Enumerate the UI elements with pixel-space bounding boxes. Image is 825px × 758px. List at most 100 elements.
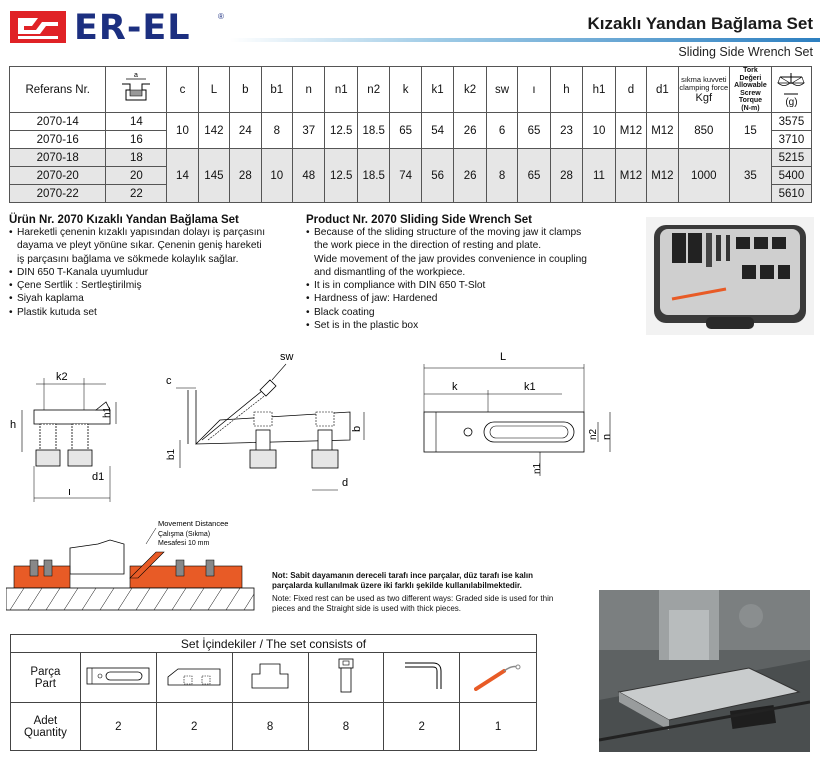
col-k2: k2	[453, 66, 487, 113]
dim-c: c	[166, 375, 172, 387]
quantity-cell: 2	[79, 702, 157, 751]
drawing-top-view: L k k1 n2 n n1	[412, 350, 622, 480]
dim-b1: b1	[166, 448, 177, 460]
notes: Not: Sabit dayamanın dereceli tarafı inc…	[272, 571, 582, 614]
note-en-1: Note: Fixed rest can be used as two diff…	[272, 594, 554, 603]
jaw-icon	[167, 668, 221, 686]
erel-logo-icon	[10, 11, 66, 43]
quantity-cell: 2	[155, 702, 233, 751]
part-slide-bar	[79, 652, 157, 703]
title-divider	[230, 38, 820, 42]
spec-row: 2070-18 18 14 145 28 10 48 12.5 18.5 74 …	[8, 148, 813, 203]
part-screw	[307, 652, 385, 703]
col-ref: Referans Nr.	[8, 66, 107, 113]
slide-bar-icon	[86, 667, 150, 685]
movement-en-label: Movement Distancee	[158, 519, 228, 528]
movement-tr-label-2: Mesafesi 10 mm	[158, 540, 210, 547]
col-n2: n2	[356, 66, 391, 113]
col-d1: d1	[646, 66, 679, 113]
screw-icon	[338, 658, 354, 693]
quantity-cell: 2	[383, 702, 461, 751]
spec-header-row: Referans Nr. a c L b b1 n n1 n2 k k1 k2 …	[8, 66, 813, 113]
drawing-front-view: k2 h h1 d1 ı	[6, 362, 126, 502]
col-a: a	[105, 66, 168, 113]
t-nut-icon	[251, 663, 289, 689]
col-d: d	[614, 66, 648, 113]
scale-weight-icon	[777, 72, 806, 94]
part-jaw	[155, 652, 233, 703]
features-en-list: Because of the sliding structure of the …	[306, 226, 626, 333]
dim-d1: d1	[92, 471, 104, 483]
col-b1: b1	[260, 66, 293, 113]
dim-h: h	[10, 419, 16, 431]
product-case-image	[646, 217, 814, 335]
dim-l: ı	[68, 486, 71, 498]
a-cell: 14	[105, 112, 168, 131]
dim-n1: n1	[532, 462, 543, 474]
t-slot-a-icon: a	[122, 72, 151, 101]
note-tr-1: Not: Sabit dayamanın dereceli tarafı inc…	[272, 571, 533, 580]
drawing-movement: Movement Distancee Çalışma (Sıkma) Mesaf…	[5, 518, 268, 616]
ref-cell: 2070-14	[8, 112, 107, 131]
page-title-en: Sliding Side Wrench Set	[678, 45, 813, 59]
note-tr-2: parçalarda kullanılmak üzere iki farklı …	[272, 581, 522, 590]
quantity-cell: 8	[231, 702, 309, 751]
col-n: n	[291, 66, 326, 113]
features-tr: Ürün Nr. 2070 Kızaklı Yandan Bağlama Set…	[9, 214, 299, 319]
part-hex-key	[383, 652, 461, 703]
registered-mark: ®	[218, 12, 224, 21]
col-sw: sw	[485, 66, 519, 113]
dim-b: b	[351, 426, 363, 432]
dim-k2: k2	[56, 371, 68, 383]
col-clamping-force: sıkma kuvveti clamping force Kgf	[677, 66, 730, 113]
features-en-title: Product Nr. 2070 Sliding Side Wrench Set	[306, 214, 533, 226]
features-tr-title: Ürün Nr. 2070 Kızaklı Yandan Bağlama Set	[9, 214, 239, 226]
set-header-row: Set İçindekiler / The set consists of	[10, 634, 537, 653]
set-header: Set İçindekiler / The set consists of	[10, 634, 537, 653]
col-c: c	[166, 66, 199, 113]
note-en-2: pieces and the Straight side is used wit…	[272, 604, 461, 613]
col-h1: h1	[582, 66, 616, 113]
quantity-cell: 1	[459, 702, 537, 751]
col-k1: k1	[420, 66, 455, 113]
spec-row: 2070-20 20 5400	[8, 166, 813, 185]
orange-tool-icon	[474, 664, 521, 691]
col-L: L	[197, 66, 231, 113]
col-k: k	[389, 66, 422, 113]
page-title-tr: Kızaklı Yandan Bağlama Set	[587, 14, 814, 33]
spec-row: 2070-22 22 5610	[8, 184, 813, 203]
dim-n2: n2	[588, 428, 599, 440]
movement-tr-label-1: Çalışma (Sıkma)	[158, 531, 210, 538]
spec-row: 2070-14 14 10 142 24 8 37 12.5 18.5 65 5…	[8, 112, 813, 149]
col-h: h	[549, 66, 584, 113]
col-l: ı	[517, 66, 551, 113]
part-t-nut	[231, 652, 309, 703]
col-n1: n1	[324, 66, 358, 113]
hex-key-icon	[404, 662, 442, 689]
spec-table: Referans Nr. a c L b b1 n n1 n2 k k1 k2 …	[8, 66, 813, 203]
col-torque: Tork Değeri Allowable Screw Torque (N-m)	[728, 66, 772, 113]
machine-photo	[598, 590, 811, 752]
dim-d: d	[342, 477, 348, 489]
dim-k: k	[452, 381, 458, 393]
brand-logo: ER-EL ®	[10, 8, 225, 48]
col-weight: (g)	[770, 66, 813, 113]
drawing-side-view: c sw b b1 d	[160, 350, 385, 500]
brand-name: ER-EL	[74, 8, 191, 48]
svg-text:a: a	[134, 72, 138, 79]
col-b: b	[229, 66, 262, 113]
features-tr-list: Hareketli çenenin kızaklı yapısından dol…	[9, 226, 299, 319]
dim-n: n	[601, 434, 613, 440]
part-wrench-tool	[459, 652, 537, 703]
dim-L: L	[500, 351, 506, 363]
dim-sw: sw	[280, 351, 294, 363]
weight-cell: 3575	[770, 112, 813, 131]
set-contents-table: Set İçindekiler / The set consists of Pa…	[10, 634, 537, 751]
features-en: Product Nr. 2070 Sliding Side Wrench Set…	[306, 214, 626, 333]
dim-h1: h1	[102, 406, 113, 418]
dim-k1: k1	[524, 381, 536, 393]
quantity-cell: 8	[307, 702, 385, 751]
